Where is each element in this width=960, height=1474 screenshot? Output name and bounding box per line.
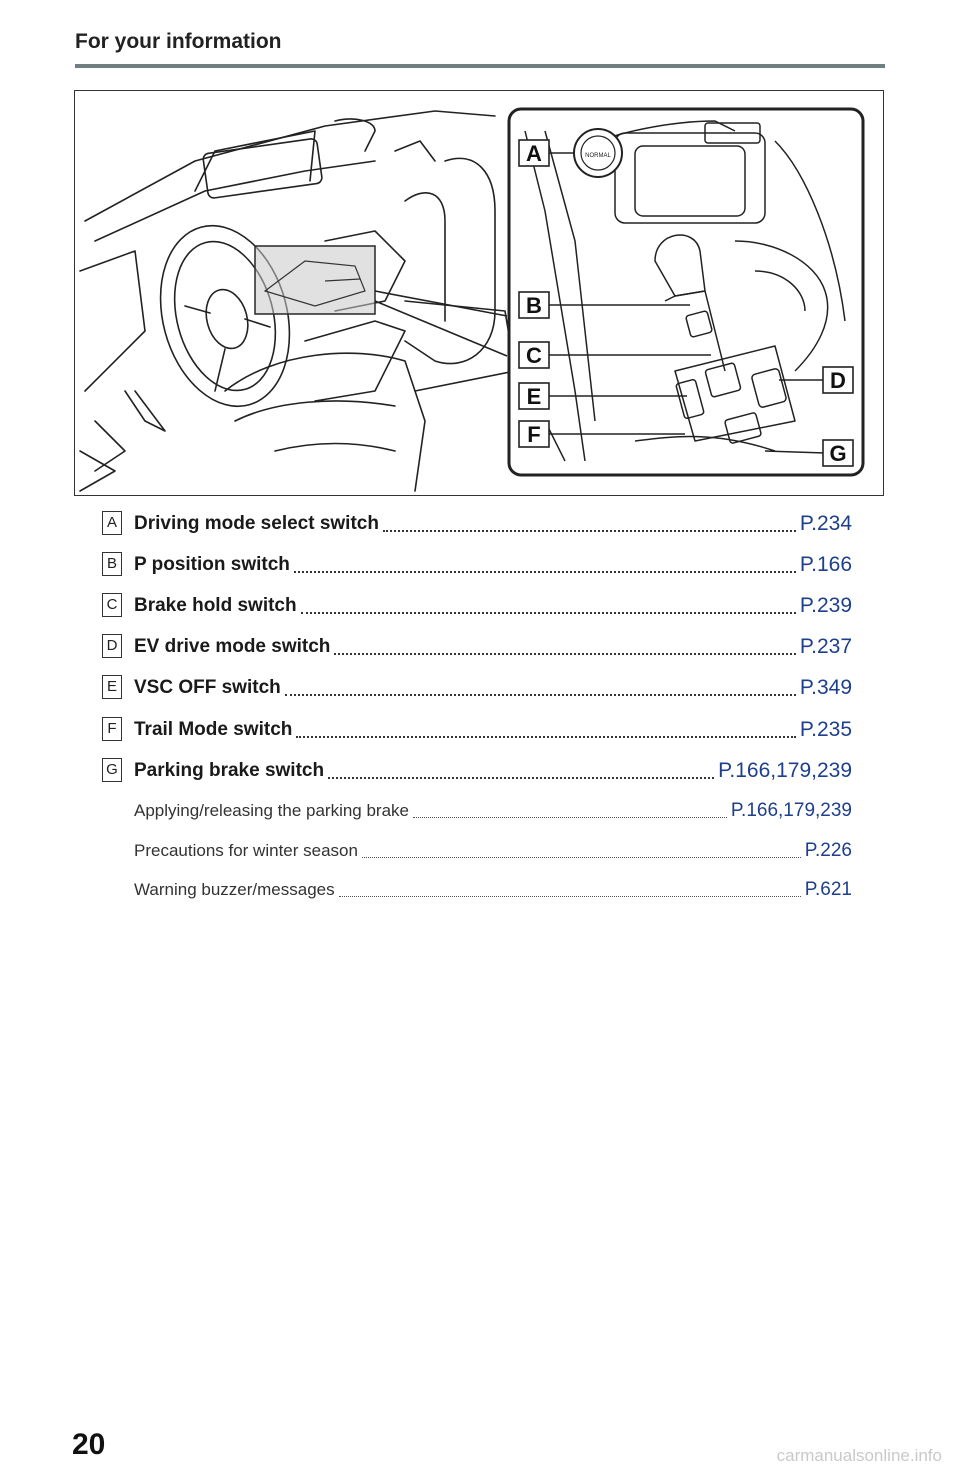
page-ref-link[interactable]: P.239 bbox=[799, 594, 852, 617]
item-label: Parking brake switch bbox=[134, 760, 325, 781]
dot-leader bbox=[284, 672, 796, 704]
dot-leader bbox=[338, 874, 801, 906]
callout-b: B bbox=[526, 293, 542, 318]
callout-e: E bbox=[527, 384, 542, 409]
list-item: D EV drive mode switch P.237 bbox=[102, 631, 852, 663]
item-label: VSC OFF switch bbox=[134, 677, 281, 698]
sub-list-item: Applying/releasing the parking brake P.16… bbox=[102, 795, 852, 827]
dot-leader bbox=[296, 714, 796, 746]
dot-leader bbox=[293, 549, 796, 581]
item-label: Brake hold switch bbox=[134, 595, 297, 616]
list-item: G Parking brake switch P.166,179,239 bbox=[102, 755, 852, 787]
watermark: carmanualsonline.info bbox=[776, 1446, 942, 1465]
item-key: A bbox=[102, 511, 122, 535]
list-item: B P position switch P.166 bbox=[102, 549, 852, 581]
item-key: E bbox=[102, 675, 122, 699]
item-key: B bbox=[102, 552, 122, 576]
list-item: E VSC OFF switch P.349 bbox=[102, 672, 852, 704]
item-label: Trail Mode switch bbox=[134, 719, 293, 740]
callout-d: D bbox=[830, 368, 846, 393]
page-ref-link[interactable]: P.166,179,239 bbox=[730, 800, 852, 821]
item-key: C bbox=[102, 593, 122, 617]
item-key: D bbox=[102, 634, 122, 658]
dot-leader bbox=[334, 631, 796, 663]
dot-leader bbox=[361, 835, 801, 867]
page-ref-link[interactable]: P.166,179,239 bbox=[718, 759, 852, 782]
page-ref-link[interactable]: P.234 bbox=[799, 512, 852, 535]
sub-list-item: Precautions for winter season P.226 bbox=[102, 835, 852, 867]
subitem-label: Applying/releasing the parking brake bbox=[134, 801, 410, 820]
callout-c: C bbox=[526, 343, 542, 368]
header-rule bbox=[75, 64, 885, 68]
dot-leader bbox=[328, 755, 715, 787]
page-ref-link[interactable]: P.621 bbox=[804, 879, 852, 900]
page-ref-link[interactable]: P.226 bbox=[804, 840, 852, 861]
item-label: Driving mode select switch bbox=[134, 513, 379, 534]
sub-list-item: Warning buzzer/messages P.621 bbox=[102, 874, 852, 906]
callout-f: F bbox=[527, 422, 540, 447]
callout-g: G bbox=[829, 441, 846, 466]
item-key: G bbox=[102, 758, 122, 782]
list-item: C Brake hold switch P.239 bbox=[102, 590, 852, 622]
page-ref-link[interactable]: P.237 bbox=[799, 635, 852, 658]
subitem-label: Warning buzzer/messages bbox=[134, 880, 335, 899]
list-item: A Driving mode select switch P.234 bbox=[102, 508, 852, 540]
subitem-label: Precautions for winter season bbox=[134, 841, 358, 860]
item-label: EV drive mode switch bbox=[134, 636, 331, 657]
dot-leader bbox=[382, 508, 796, 540]
list-item: F Trail Mode switch P.235 bbox=[102, 714, 852, 746]
dot-leader bbox=[300, 590, 796, 622]
cockpit-drawing: NORMAL A B C D E F G bbox=[79, 107, 865, 492]
page-ref-link[interactable]: P.166 bbox=[799, 553, 852, 576]
item-key: F bbox=[102, 717, 122, 741]
callout-a: A bbox=[526, 141, 542, 166]
cockpit-illustration: NORMAL A B C D E F G bbox=[74, 90, 884, 496]
dial-normal-text: NORMAL bbox=[585, 153, 611, 159]
dot-leader bbox=[413, 795, 727, 827]
item-label: P position switch bbox=[134, 554, 290, 575]
page-header-title: For your information bbox=[75, 30, 282, 53]
page-ref-link[interactable]: P.349 bbox=[799, 676, 852, 699]
page-number: 20 bbox=[72, 1428, 106, 1461]
page-ref-link[interactable]: P.235 bbox=[799, 718, 852, 741]
